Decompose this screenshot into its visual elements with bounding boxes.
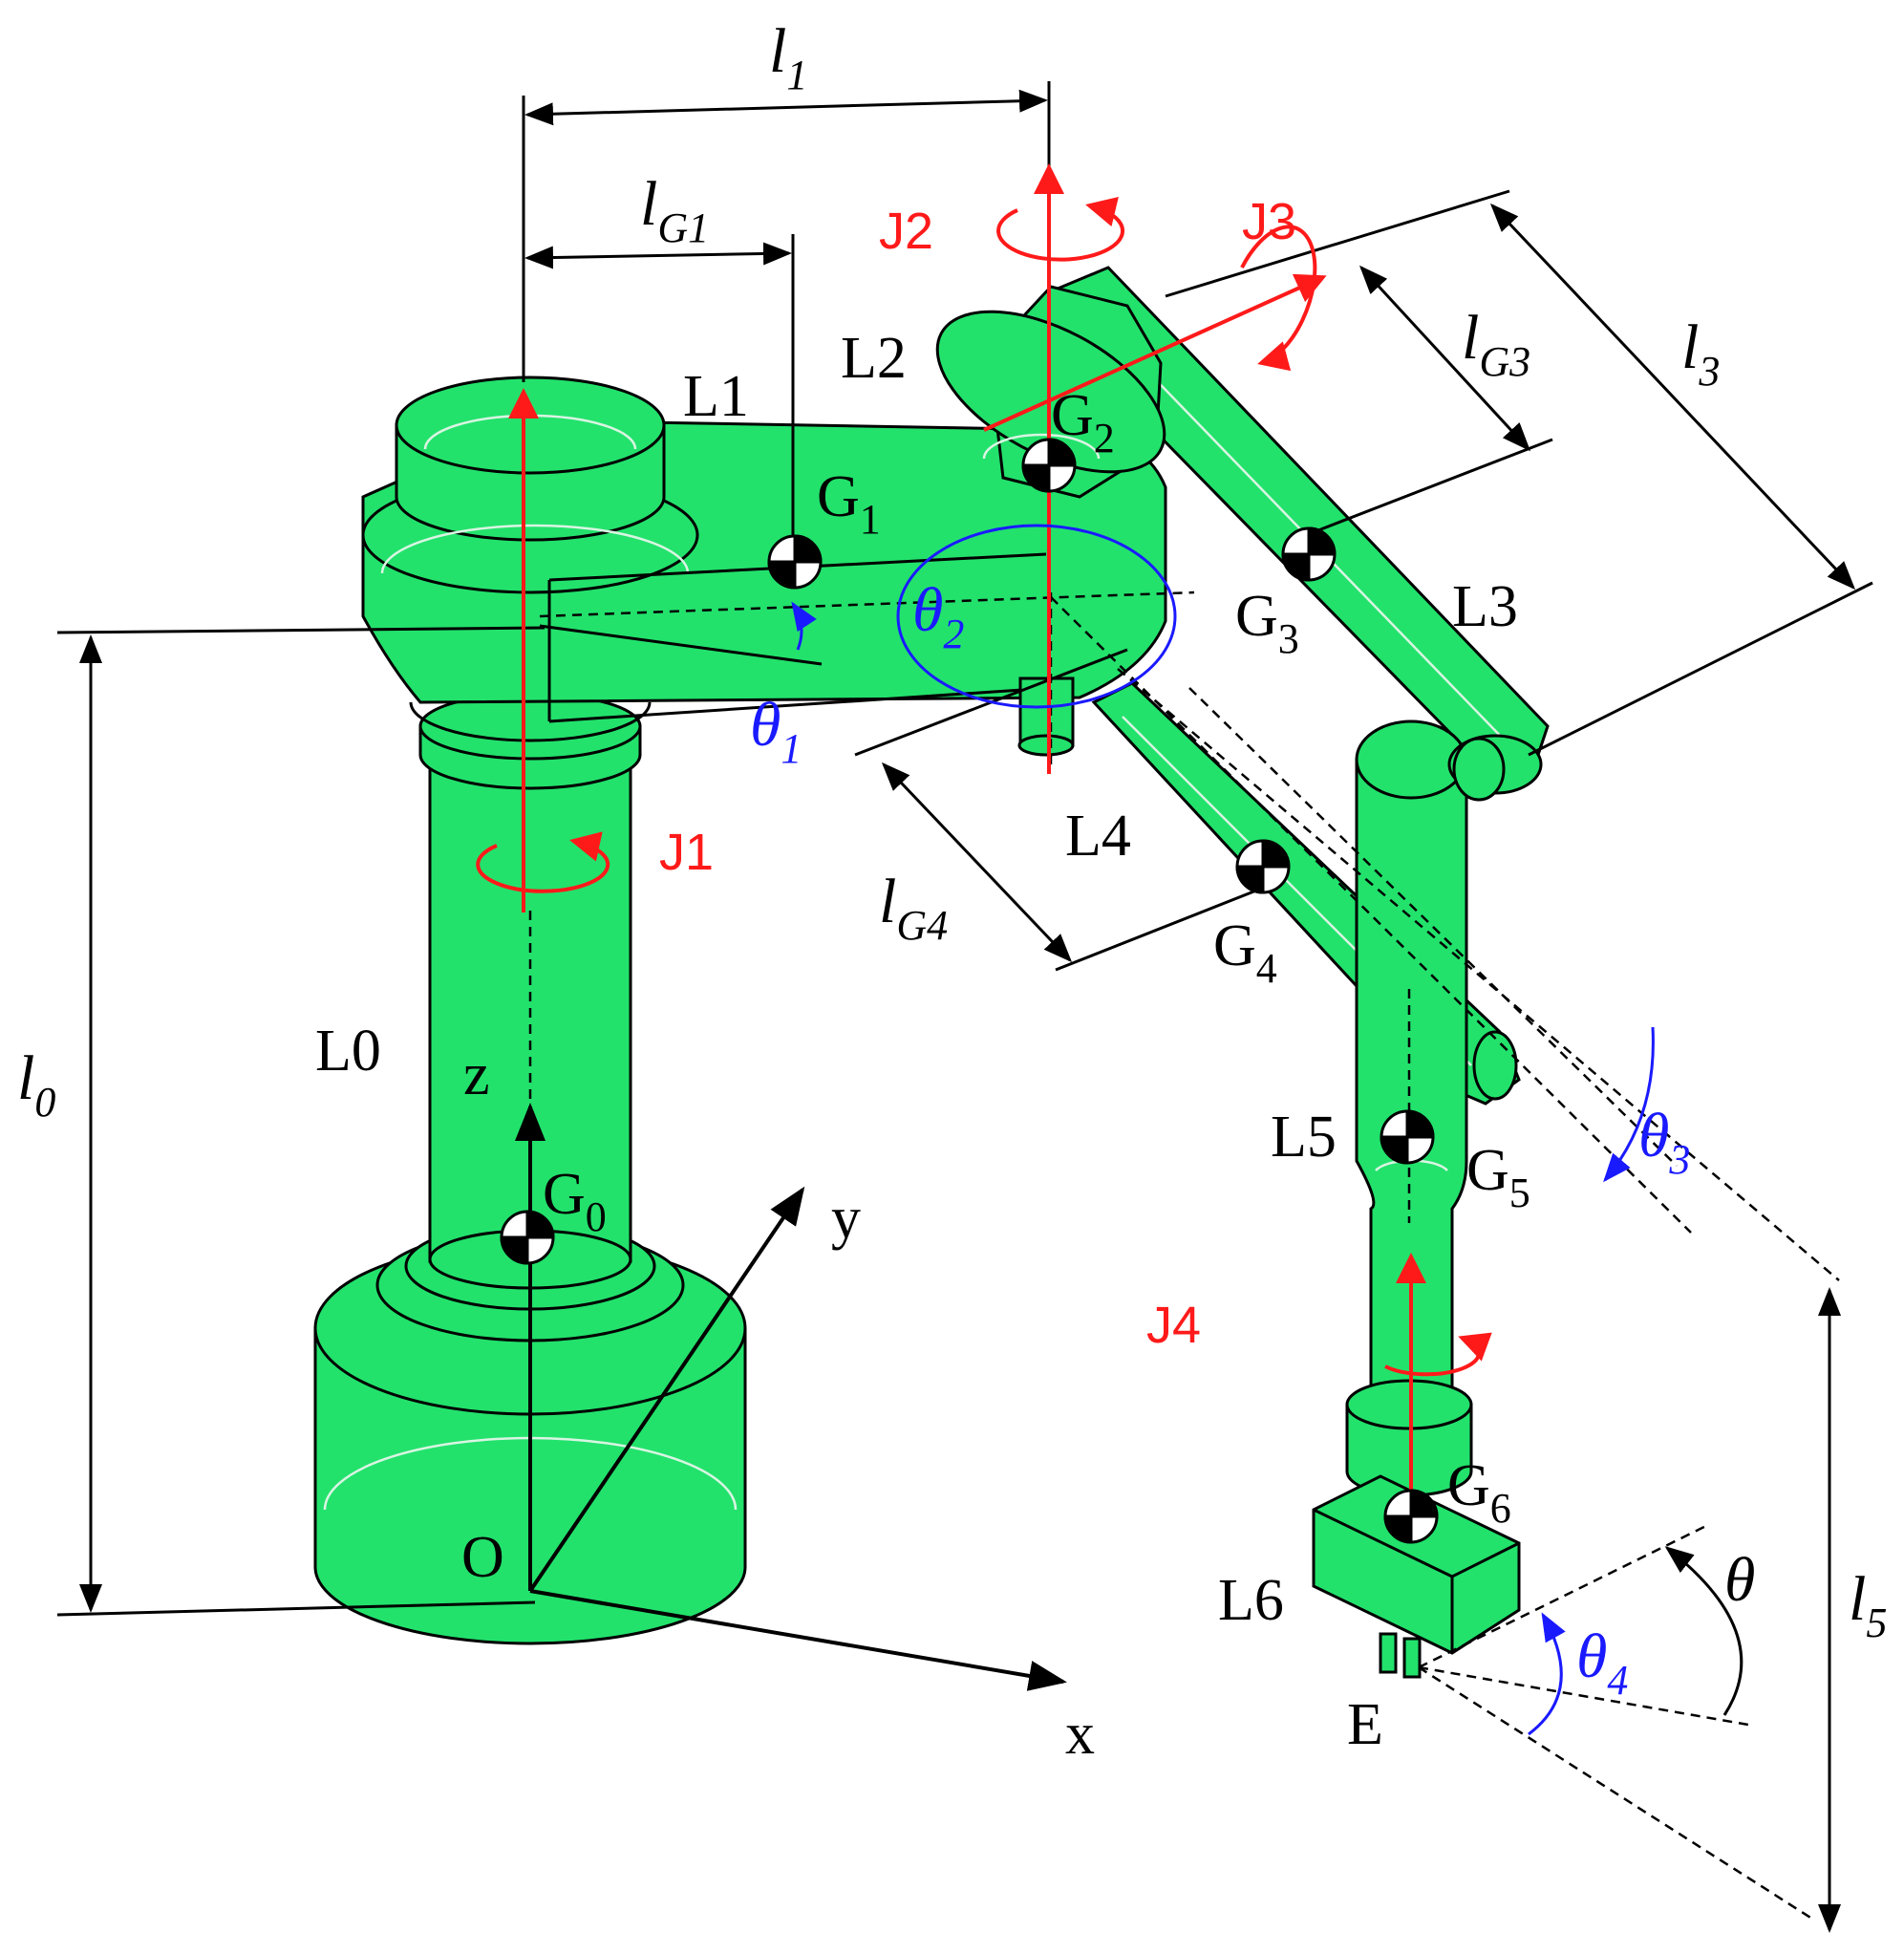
construction-lines <box>539 590 1840 1922</box>
cog-markers <box>500 438 1439 1544</box>
coordinate-frame <box>515 908 1067 1691</box>
j4-rotation-arrow <box>1384 1332 1492 1377</box>
g5-marker <box>1380 1109 1435 1165</box>
label-axis-y: y <box>831 1186 861 1251</box>
label-l4: L4 <box>1065 804 1131 869</box>
theta-arc <box>1664 1546 1744 1716</box>
label-theta4: θ4 <box>1576 1621 1628 1704</box>
label-lg1-dim: lG1 <box>640 169 709 251</box>
label-g5: G5 <box>1466 1138 1530 1216</box>
theta2-arc <box>896 524 1177 709</box>
label-end-effector: E <box>1347 1692 1383 1757</box>
label-j3: J3 <box>1242 193 1296 250</box>
theta1-arc <box>791 601 817 651</box>
theta4-arc <box>1528 1612 1566 1736</box>
label-lg3-dim: lG3 <box>1462 303 1530 385</box>
dimension-lines <box>56 81 1873 1933</box>
label-l2: L2 <box>841 326 907 391</box>
label-l1-dim: l1 <box>769 16 807 98</box>
label-l3-dim: l3 <box>1681 312 1720 395</box>
g2-marker <box>1021 438 1077 493</box>
label-axis-z: z <box>463 1042 490 1107</box>
link-l6 <box>1312 1379 1521 1655</box>
label-g0: G0 <box>543 1162 607 1240</box>
label-origin: O <box>461 1525 504 1590</box>
g4-marker <box>1235 839 1291 894</box>
g0-marker <box>500 1210 555 1265</box>
g1-marker <box>767 534 823 590</box>
label-j2: J2 <box>879 203 933 260</box>
label-g4: G4 <box>1213 913 1277 992</box>
theta3-arc <box>1603 1026 1655 1183</box>
g6-marker <box>1383 1489 1439 1544</box>
label-l0: L0 <box>315 1019 381 1084</box>
label-l6: L6 <box>1218 1568 1284 1633</box>
label-l3: L3 <box>1452 574 1518 639</box>
label-j4: J4 <box>1146 1297 1201 1354</box>
label-theta3: θ3 <box>1638 1101 1690 1183</box>
label-g2: G2 <box>1051 383 1115 462</box>
label-l1: L1 <box>683 364 749 429</box>
j3-axis-arrow <box>983 273 1327 432</box>
label-l5-dim: l5 <box>1849 1564 1887 1646</box>
label-axis-x: x <box>1065 1702 1095 1767</box>
label-lg4-dim: lG4 <box>879 867 948 949</box>
label-l0-dim: l0 <box>17 1043 55 1126</box>
j2-rotation-arrow <box>996 197 1124 262</box>
label-theta1: θ1 <box>750 690 802 772</box>
label-j1: J1 <box>659 824 714 881</box>
label-g3: G3 <box>1235 584 1299 662</box>
joint-angles <box>791 524 1655 1736</box>
label-theta: θ <box>1724 1545 1755 1615</box>
j1-rotation-arrow <box>476 831 610 893</box>
label-theta2: θ2 <box>912 575 964 657</box>
g3-marker <box>1281 526 1337 582</box>
label-g6: G6 <box>1447 1453 1511 1532</box>
label-l5: L5 <box>1271 1105 1337 1170</box>
label-g1: G1 <box>817 464 881 543</box>
j3-rotation-arrow <box>1240 225 1317 372</box>
